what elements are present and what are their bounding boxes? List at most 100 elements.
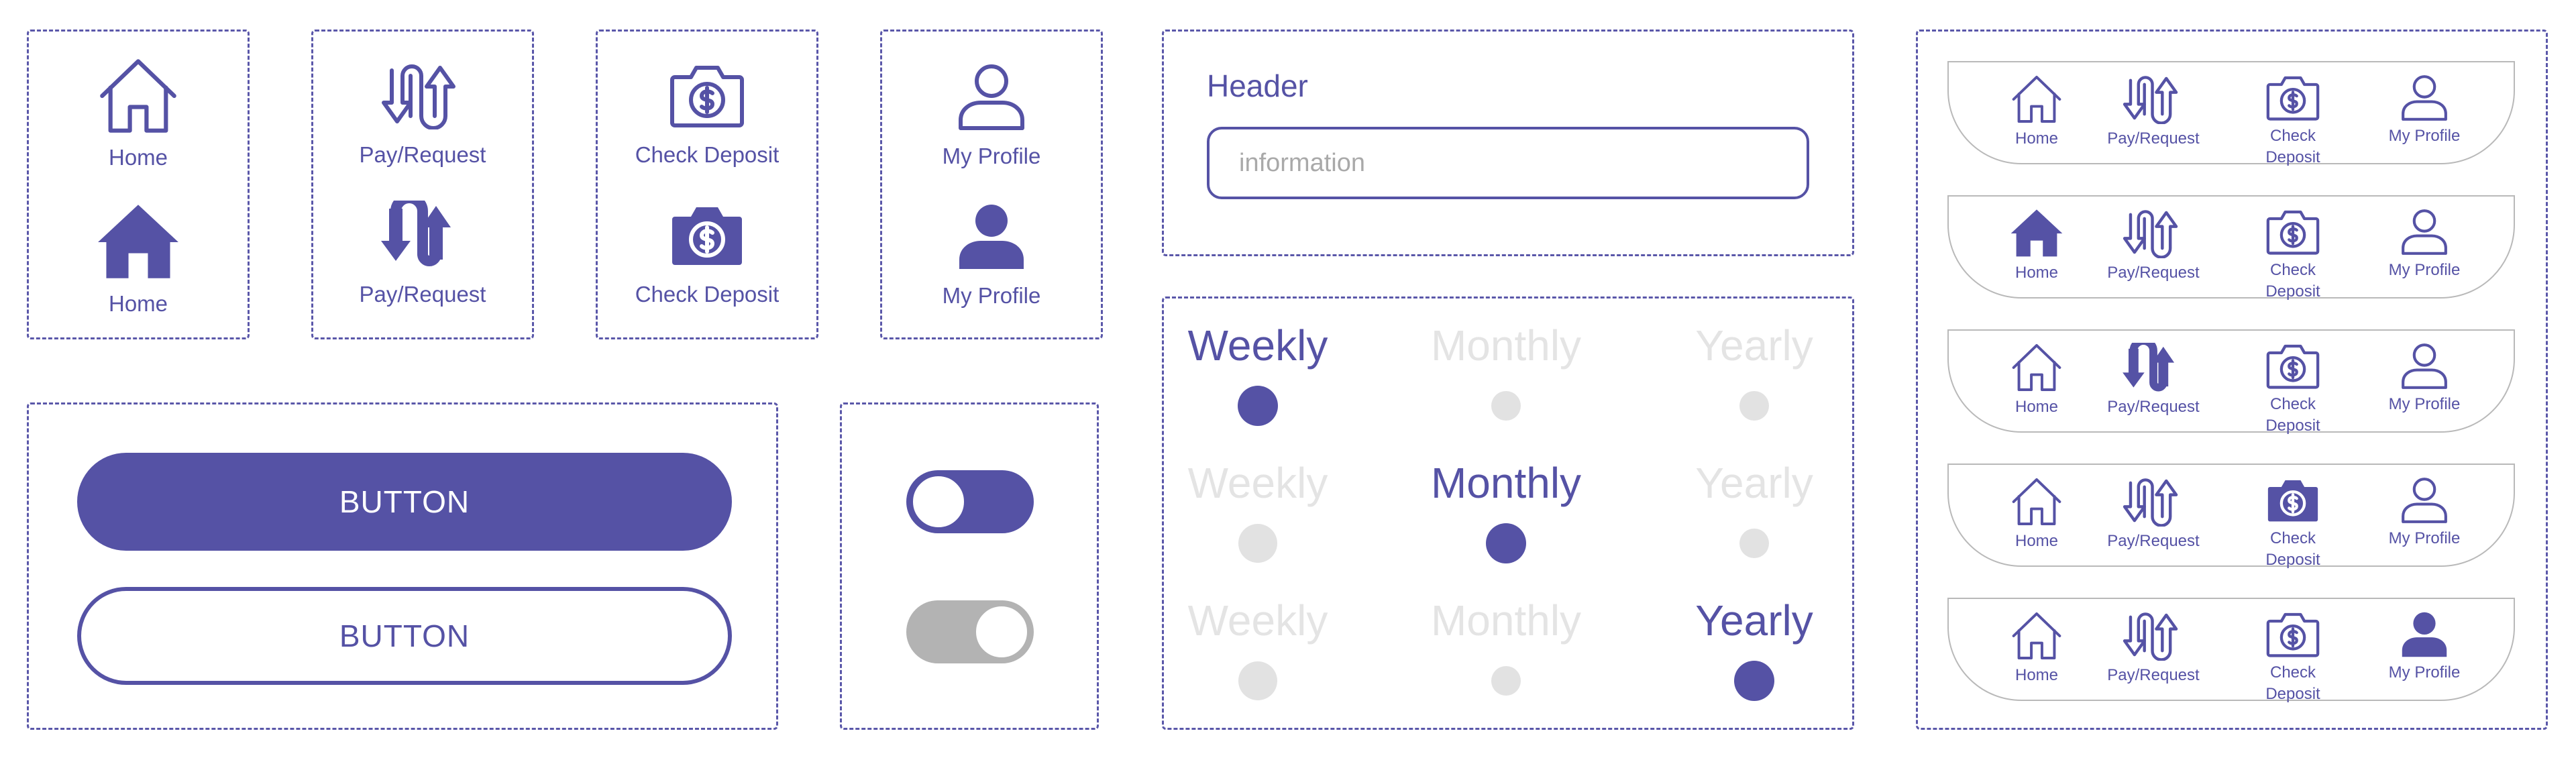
tab-profile[interactable]: My Profile (2374, 74, 2475, 147)
frequency-option-label: Weekly (1187, 596, 1328, 645)
tab-pay-request[interactable]: Pay/Request (2103, 74, 2204, 150)
tab-label: My Profile (2388, 127, 2461, 145)
home-outline-item[interactable]: Home (29, 57, 248, 171)
frequency-option-weekly[interactable]: Weekly (1157, 457, 1358, 563)
tab-pay-request[interactable]: Pay/Request (2103, 343, 2204, 418)
home-outline-icon (1986, 477, 2087, 527)
tab-profile[interactable]: My Profile (2374, 209, 2475, 281)
tab-label: My Profile (2388, 663, 2461, 682)
frequency-option-yearly[interactable]: Yearly (1654, 595, 1855, 701)
bottom-tab-bar: Home Pay/Request Check Deposit My Profile (1947, 329, 2515, 435)
pay-request-outline-icon (2103, 74, 2204, 124)
toggle-knob (974, 604, 1029, 659)
tab-home[interactable]: Home (1986, 343, 2087, 418)
frequency-option-weekly[interactable]: Weekly (1157, 595, 1358, 700)
profile-filled-icon (2374, 611, 2475, 658)
tab-label: Check Deposit (2265, 529, 2320, 569)
frequency-option-label: Monthly (1430, 459, 1582, 507)
check-deposit-filled-icon (2243, 477, 2343, 524)
check-deposit-outline-icon (2243, 209, 2343, 256)
tab-home[interactable]: Home (1986, 611, 2087, 686)
profile-filled-item[interactable]: My Profile (882, 203, 1101, 309)
frequency-option-label: Monthly (1430, 596, 1582, 645)
radio-dot-selected (1486, 523, 1526, 563)
frequency-option-label: Weekly (1187, 459, 1328, 507)
deposit-outline-label: Check Deposit (635, 142, 780, 167)
tab-pay-request[interactable]: Pay/Request (2103, 477, 2204, 552)
home-filled-item[interactable]: Home (29, 203, 248, 317)
home-outline-label: Home (108, 145, 168, 170)
frequency-row: Weekly Monthly Yearly (1164, 595, 1852, 729)
radio-dot-selected (1238, 386, 1278, 426)
bottom-tab-bar: Home Pay/Request Check Deposit My Profile (1947, 464, 2515, 569)
tab-profile[interactable]: My Profile (2374, 611, 2475, 684)
frequency-option-label: Yearly (1695, 596, 1813, 645)
toggle-switch-off[interactable] (906, 600, 1034, 663)
primary-button[interactable]: BUTTON (77, 453, 732, 551)
tab-pay-request[interactable]: Pay/Request (2103, 611, 2204, 686)
frequency-option-weekly[interactable]: Weekly (1157, 320, 1358, 426)
deposit-outline-item[interactable]: Check Deposit (598, 64, 816, 168)
home-outline-icon (1986, 74, 2087, 124)
radio-dot-selected (1734, 661, 1774, 701)
tab-check-deposit[interactable]: Check Deposit (2243, 209, 2343, 303)
profile-outline-icon (2374, 477, 2475, 524)
home-filled-icon (1986, 209, 2087, 258)
tab-label: Home (2015, 532, 2059, 550)
profile-outline-icon (2374, 209, 2475, 256)
pay-outline-item[interactable]: Pay/Request (313, 62, 532, 168)
tab-label: Pay/Request (2107, 532, 2200, 550)
profile-outline-icon (2374, 74, 2475, 121)
frequency-option-label: Weekly (1187, 321, 1328, 370)
pay-request-filled-icon (381, 201, 451, 266)
tab-check-deposit[interactable]: Check Deposit (2243, 611, 2343, 705)
tab-pay-request[interactable]: Pay/Request (2103, 209, 2204, 284)
frequency-option-monthly[interactable]: Monthly (1405, 457, 1607, 563)
pay-filled-item[interactable]: Pay/Request (313, 201, 532, 308)
toggles-panel (840, 402, 1099, 730)
tab-home[interactable]: Home (1986, 477, 2087, 552)
tab-profile[interactable]: My Profile (2374, 343, 2475, 415)
frequency-row: Weekly Monthly Yearly (1164, 457, 1852, 592)
pay-request-outline-icon (2103, 477, 2204, 527)
home-outline-icon (1986, 611, 2087, 661)
information-input[interactable] (1207, 127, 1809, 199)
radio-dot (1238, 524, 1277, 563)
secondary-button[interactable]: BUTTON (77, 587, 732, 685)
tab-label: My Profile (2388, 529, 2461, 547)
tab-label: Pay/Request (2107, 398, 2200, 416)
tab-label: Check Deposit (2265, 395, 2320, 435)
deposit-filled-label: Check Deposit (635, 282, 780, 307)
deposit-filled-item[interactable]: Check Deposit (598, 203, 816, 308)
tab-label: Home (2015, 398, 2059, 416)
profile-outline-item[interactable]: My Profile (882, 64, 1101, 170)
tab-profile[interactable]: My Profile (2374, 477, 2475, 549)
frequency-option-yearly[interactable]: Yearly (1654, 457, 1855, 558)
toggle-switch-on[interactable] (906, 470, 1034, 533)
frequency-row: Weekly Monthly Yearly (1164, 320, 1852, 454)
frequency-option-yearly[interactable]: Yearly (1654, 320, 1855, 421)
profile-filled-icon (959, 205, 1024, 269)
pay-request-outline-icon (2103, 209, 2204, 258)
tab-check-deposit[interactable]: Check Deposit (2243, 74, 2343, 168)
tab-label: Check Deposit (2265, 663, 2320, 703)
check-deposit-outline-icon (2243, 611, 2343, 658)
tab-check-deposit[interactable]: Check Deposit (2243, 477, 2343, 571)
my-profile-icon-panel: My Profile My Profile (880, 30, 1103, 339)
check-deposit-outline-icon (670, 66, 744, 127)
home-filled-label: Home (108, 291, 168, 316)
radio-dot (1491, 391, 1521, 421)
frequency-option-monthly[interactable]: Monthly (1405, 595, 1607, 696)
toggle-knob (911, 474, 966, 529)
profile-filled-label: My Profile (942, 283, 1041, 308)
frequency-option-monthly[interactable]: Monthly (1405, 320, 1607, 421)
tab-check-deposit[interactable]: Check Deposit (2243, 343, 2343, 437)
tab-home[interactable]: Home (1986, 74, 2087, 150)
frequency-option-label: Yearly (1695, 459, 1813, 507)
check-deposit-icon-panel: Check Deposit Check Deposit (596, 30, 818, 339)
tab-home[interactable]: Home (1986, 209, 2087, 284)
